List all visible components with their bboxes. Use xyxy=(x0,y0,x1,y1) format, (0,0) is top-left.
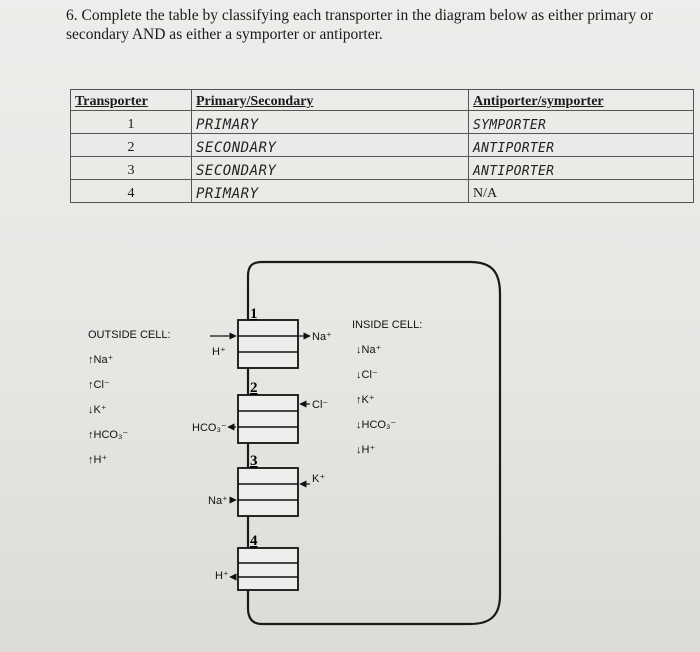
ion-label-h-t1: H⁺ xyxy=(212,346,226,358)
outside-item: ↓K⁺ xyxy=(88,404,107,416)
ion-label-na-t1: Na⁺ xyxy=(312,331,332,343)
transporter-number-2: 2 xyxy=(250,380,258,396)
outside-cell-title: OUTSIDE CELL: xyxy=(88,329,171,341)
cell-primary-secondary: PRIMARY xyxy=(191,179,469,203)
outside-item: ↑H⁺ xyxy=(88,454,107,466)
inside-item: ↓Cl⁻ xyxy=(356,369,378,381)
outside-item: ↑Cl⁻ xyxy=(88,379,110,391)
cell-anti-sym: ANTIPORTER xyxy=(468,156,694,180)
transporter-1 xyxy=(210,319,311,369)
ion-label-na-t3: Na⁺ xyxy=(208,495,228,507)
inside-item: ↓Na⁺ xyxy=(356,344,382,356)
cell-anti-sym: ANTIPORTER xyxy=(468,133,694,157)
inside-item: ↓HCO₃⁻ xyxy=(356,419,396,431)
transporter-number-1: 1 xyxy=(250,306,258,322)
ion-label-h-t4: H⁺ xyxy=(215,570,229,582)
cell-membrane-outline xyxy=(246,260,502,626)
transporter-table: Transporter Primary/Secondary Antiporter… xyxy=(70,89,694,203)
table-row: 4 PRIMARY N/A xyxy=(70,179,694,203)
cell-transporter: 3 xyxy=(70,156,192,180)
transporter-4 xyxy=(229,547,299,591)
outside-item: ↑Na⁺ xyxy=(88,354,114,366)
transporter-2 xyxy=(227,394,310,444)
ion-label-hco3-t2: HCO₃⁻ xyxy=(192,422,227,434)
inside-item: ↓H⁺ xyxy=(356,444,375,456)
transporter-number-4: 4 xyxy=(250,533,258,549)
ion-label-k-t3: K⁺ xyxy=(312,473,325,485)
transporter-number-3: 3 xyxy=(250,453,258,469)
table-row: 2 SECONDARY ANTIPORTER xyxy=(70,133,694,157)
outside-item: ↑HCO₃⁻ xyxy=(88,429,128,441)
cell-transporter: 4 xyxy=(70,179,192,203)
inside-cell-title: INSIDE CELL: xyxy=(352,319,422,331)
inside-item: ↑K⁺ xyxy=(356,394,375,406)
question-text: 6. Complete the table by classifying eac… xyxy=(66,7,654,43)
transporter-3 xyxy=(229,467,310,517)
cell-anti-sym: N/A xyxy=(468,179,694,203)
ion-label-cl-t2: Cl⁻ xyxy=(312,399,328,411)
